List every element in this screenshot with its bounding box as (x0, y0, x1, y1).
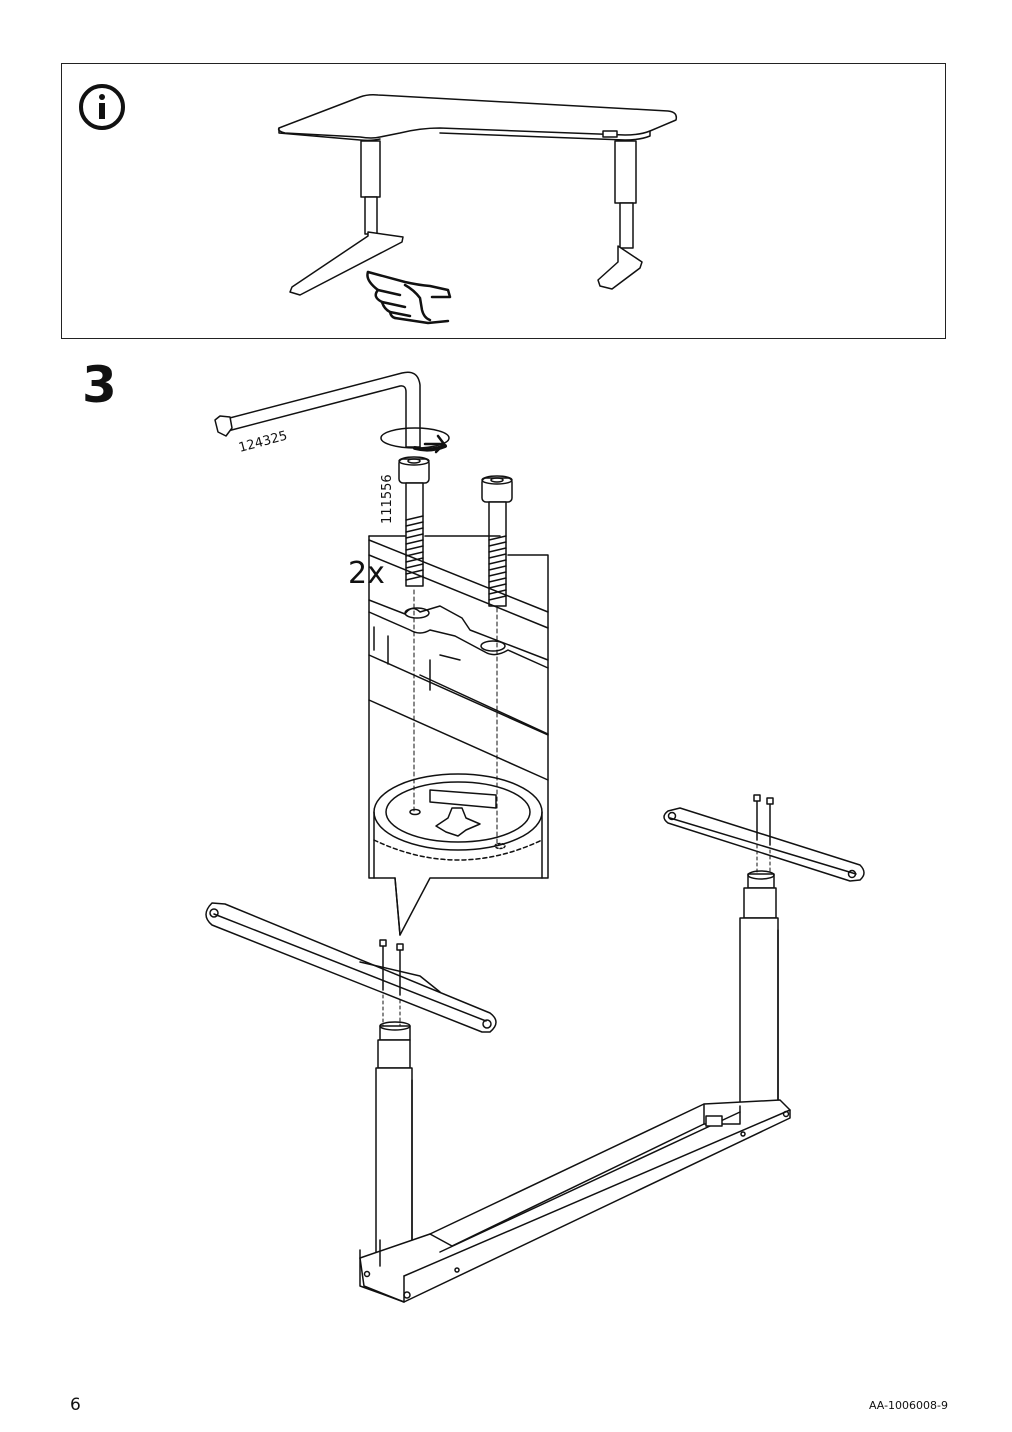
left-foot (205, 902, 497, 1033)
allen-key-tool (214, 371, 450, 454)
screw-part-number: 111556 (380, 474, 395, 524)
left-column (375, 1021, 413, 1259)
right-column (739, 870, 779, 1107)
document-code: AA-1006008-9 (868, 1399, 948, 1412)
pointing-hand-icon (366, 270, 452, 325)
frame-crossbar (359, 1099, 791, 1303)
step-number: 3 (82, 356, 117, 414)
right-foot (663, 794, 865, 882)
screw-2 (481, 475, 513, 607)
detail-callout (368, 535, 549, 936)
allen-key-part-number: 124325 (237, 429, 289, 456)
corner-desk-illustration (277, 94, 678, 325)
page-number: 6 (70, 1395, 81, 1415)
screw-quantity: 2x (348, 556, 385, 591)
info-panel (61, 63, 946, 339)
info-icon (79, 84, 125, 130)
screw-1 (398, 456, 430, 587)
